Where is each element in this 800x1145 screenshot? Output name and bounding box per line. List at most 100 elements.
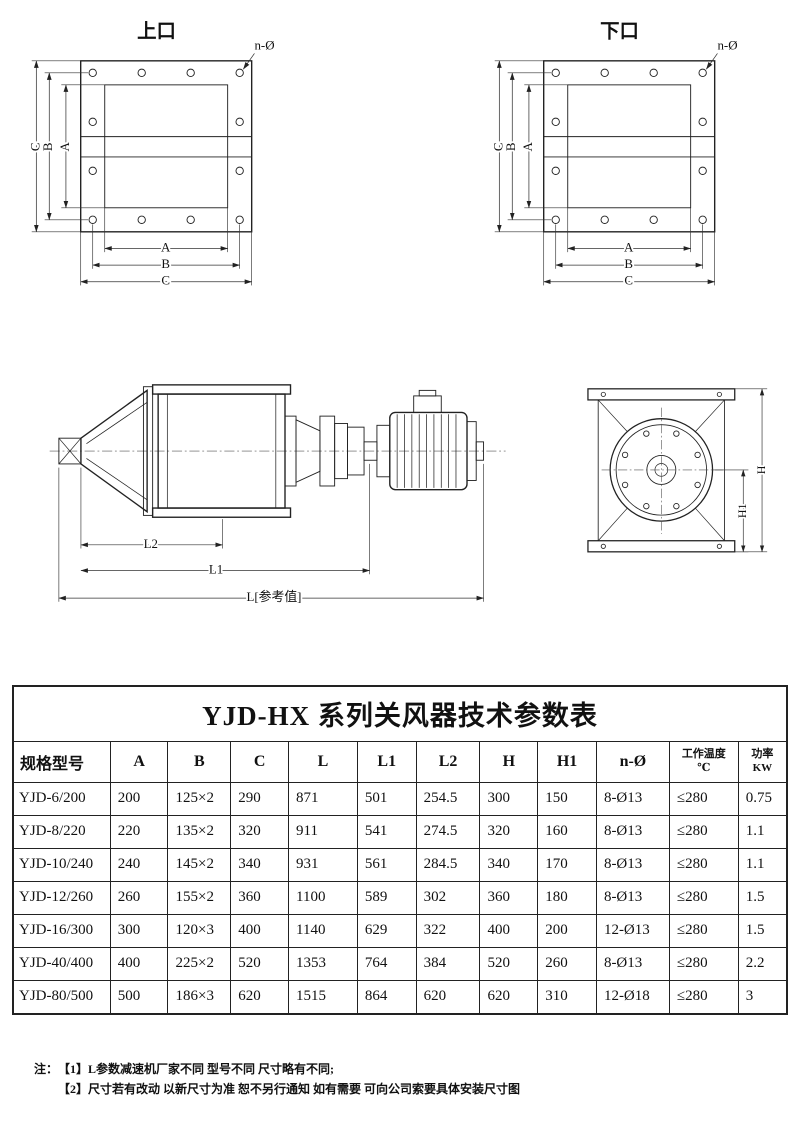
dim-label-n-holes: n-Ø — [254, 38, 274, 53]
column-header: 工作温度 ℃ — [668, 740, 739, 783]
value-cell: 1515 — [288, 979, 358, 1015]
value-cell: 520 — [230, 946, 290, 981]
notes: 注： 【1】L参数减速机厂家不同 型号不同 尺寸略有不同; 【2】尺寸若有改动 … — [34, 1059, 800, 1100]
drawing-title-top-opening: 上口 — [137, 21, 176, 43]
value-cell: 501 — [356, 781, 417, 816]
value-cell: ≤280 — [668, 979, 739, 1015]
column-header: C — [230, 740, 290, 783]
motor-junction-box — [413, 395, 442, 413]
dimension-a-horizontal: A — [567, 207, 692, 256]
value-cell: 400 — [479, 913, 539, 948]
value-cell: 620 — [230, 979, 290, 1015]
model-cell: YJD-6/200 — [12, 781, 111, 816]
value-cell: 384 — [415, 946, 481, 981]
value-cell: 186×3 — [167, 979, 232, 1015]
value-cell: ≤280 — [668, 880, 739, 915]
dimension-h1: H1 — [712, 469, 751, 552]
dim-label-a: A — [161, 239, 171, 254]
notes-lines: 【1】L参数减速机厂家不同 型号不同 尺寸略有不同; 【2】尺寸若有改动 以新尺… — [58, 1059, 520, 1100]
dim-label-b: B — [624, 256, 633, 271]
value-cell: 8-Ø13 — [595, 880, 670, 915]
value-cell: 8-Ø13 — [595, 814, 670, 849]
value-cell: 8-Ø13 — [595, 946, 670, 981]
value-cell: 360 — [230, 880, 290, 915]
value-cell: 284.5 — [415, 847, 481, 882]
dim-label-c: C — [624, 273, 633, 288]
dim-label-n-holes: n-Ø — [717, 38, 737, 53]
value-cell: 629 — [356, 913, 417, 948]
bolt-hole-callout: n-Ø — [706, 36, 739, 70]
value-cell: 520 — [479, 946, 539, 981]
value-cell: 125×2 — [167, 781, 232, 816]
value-cell: 322 — [415, 913, 481, 948]
dim-label-b: B — [40, 142, 55, 151]
value-cell: 225×2 — [167, 946, 232, 981]
value-cell: 3 — [737, 979, 788, 1015]
value-cell: ≤280 — [668, 781, 739, 816]
value-cell: 589 — [356, 880, 417, 915]
column-header: 功率 KW — [737, 740, 788, 783]
value-cell: 8-Ø13 — [595, 847, 670, 882]
value-cell: 340 — [479, 847, 539, 882]
value-cell: 145×2 — [167, 847, 232, 882]
dim-label-a: A — [624, 239, 634, 254]
note-line-2: 【2】尺寸若有改动 以新尺寸为准 恕不另行通知 如有需要 可向公司索要具体安装尺… — [58, 1081, 521, 1096]
end-view-drawing: H1 H — [587, 387, 769, 553]
note-line-1: 【1】L参数减速机厂家不同 型号不同 尺寸略有不同; — [58, 1061, 335, 1076]
dim-label-l: L[参考值] — [246, 589, 301, 604]
dim-label-a: A — [520, 141, 535, 151]
flange-drawings-row: 上口 C B — [0, 0, 800, 308]
value-cell: 160 — [537, 814, 597, 849]
dimension-b-horizontal: B — [555, 224, 704, 273]
value-cell: 310 — [537, 979, 597, 1015]
value-cell: 12-Ø13 — [595, 913, 670, 948]
value-cell: 360 — [479, 880, 539, 915]
column-header: L1 — [356, 740, 417, 783]
top-opening-flange-drawing: 上口 C B — [25, 21, 276, 290]
value-cell: 340 — [230, 847, 290, 882]
model-cell: YJD-8/220 — [12, 814, 111, 849]
drawing-title-bottom-opening: 下口 — [600, 22, 639, 43]
inlet-cone — [80, 385, 154, 516]
dimension-l: L[参考值] — [58, 463, 484, 606]
dim-label-a: A — [57, 141, 72, 151]
value-cell: 260 — [537, 946, 597, 981]
shaft-end — [58, 437, 82, 464]
value-cell: 1100 — [288, 880, 358, 915]
model-cell: YJD-10/240 — [12, 847, 111, 882]
value-cell: 931 — [288, 847, 358, 882]
value-cell: 170 — [537, 847, 597, 882]
flange-outline — [543, 60, 716, 233]
flange-outline — [80, 60, 253, 233]
column-header: B — [167, 740, 232, 783]
value-cell: ≤280 — [668, 847, 739, 882]
value-cell: 220 — [109, 814, 169, 849]
bolt-holes — [551, 68, 707, 224]
dim-label-c: C — [161, 273, 170, 288]
value-cell: 8-Ø13 — [595, 781, 670, 816]
dimension-a-vertical: A — [518, 84, 568, 209]
value-cell: 1.5 — [737, 880, 788, 915]
value-cell: 620 — [479, 979, 539, 1015]
value-cell: 120×3 — [167, 913, 232, 948]
value-cell: 1.1 — [737, 814, 788, 849]
value-cell: 300 — [479, 781, 539, 816]
value-cell: 254.5 — [415, 781, 481, 816]
dimension-b-vertical: B — [38, 72, 89, 221]
dimension-b-vertical: B — [501, 72, 552, 221]
value-cell: 12-Ø18 — [595, 979, 670, 1015]
dim-label-b: B — [503, 142, 518, 151]
table-title: YJD-HX 系列关风器技术参数表 — [12, 685, 788, 742]
dim-label-c: C — [490, 142, 505, 151]
end-view-frame — [587, 387, 736, 553]
dim-label-c: C — [27, 142, 42, 151]
dimension-c-horizontal: C — [80, 231, 253, 290]
value-cell: 1.5 — [737, 913, 788, 948]
bolt-hole-callout: n-Ø — [243, 36, 276, 70]
